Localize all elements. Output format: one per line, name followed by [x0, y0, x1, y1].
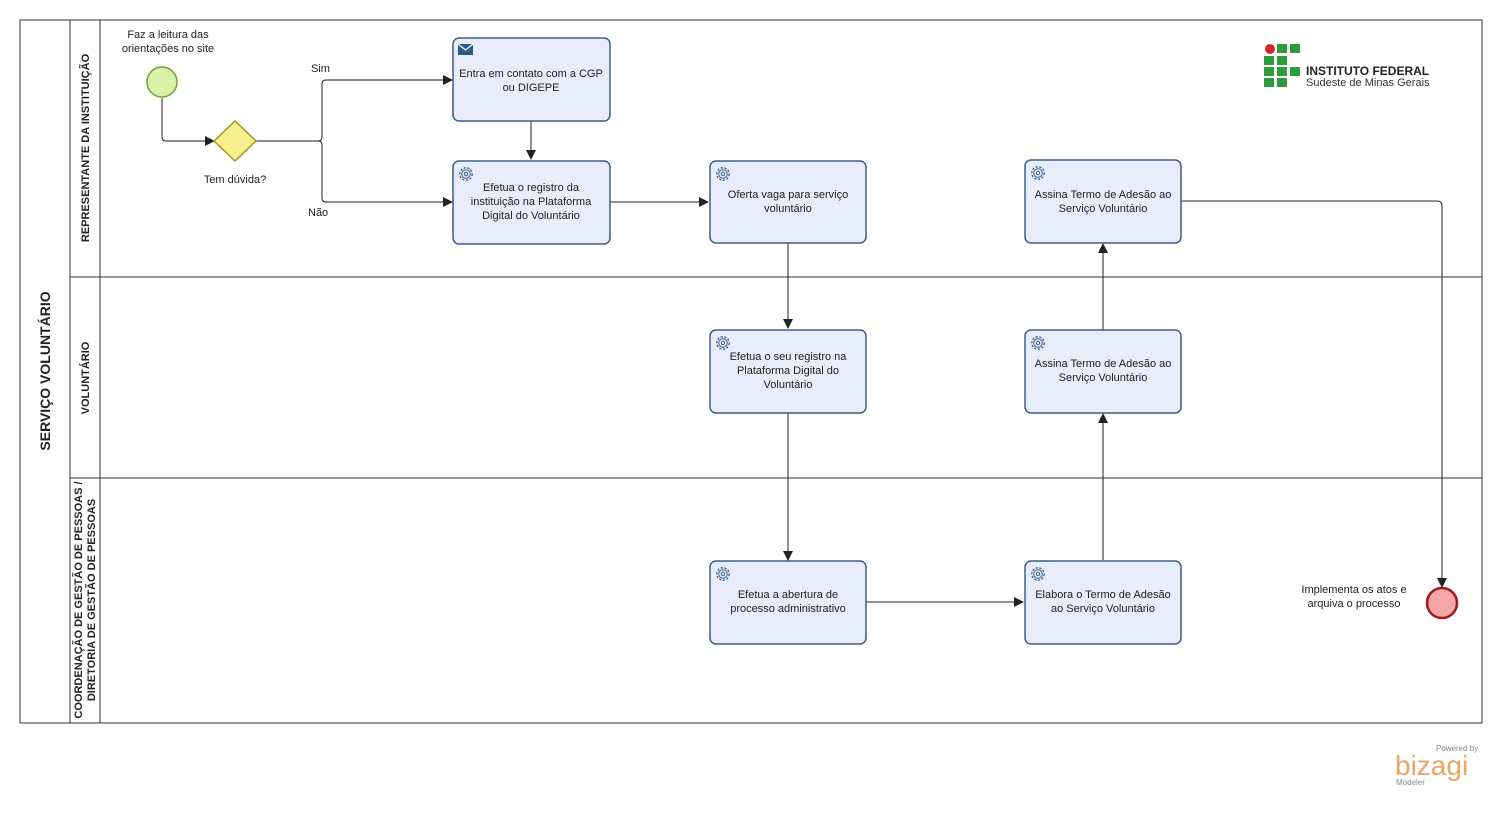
end-event[interactable] — [1425, 586, 1459, 620]
start-event-label-line1: Faz a leitura das — [127, 29, 209, 41]
task-register-institution-line2: instituição na Plataforma — [471, 196, 592, 208]
task-open-process-line1: Efetua a abertura de — [738, 589, 838, 601]
gateway-diamond — [212, 119, 258, 163]
task-register-volunteer-line1: Efetua o seu registro na — [730, 351, 848, 363]
flow-start-to-gateway — [161, 98, 215, 146]
task-sign-term-institution-line2: Serviço Voluntário — [1059, 203, 1148, 215]
institute-logo: INSTITUTO FEDERAL Sudeste de Minas Gerai… — [1264, 44, 1430, 89]
task-open-process[interactable]: Efetua a abertura de processo administra… — [709, 560, 867, 645]
task-register-institution-line3: Digital do Voluntário — [482, 210, 580, 222]
logo-red-dot — [1265, 44, 1275, 54]
brand-name: bizagi — [1395, 750, 1468, 781]
task-register-volunteer-line2: Plataforma Digital do — [737, 365, 839, 377]
message-icon — [457, 43, 474, 55]
task-draft-term-line2: ao Serviço Voluntário — [1051, 603, 1155, 615]
sequence-flows — [161, 75, 1447, 607]
task-sign-term-volunteer-line1: Assina Termo de Adesão ao — [1035, 358, 1172, 370]
lane-label-institution: REPRESENTANTE DA INSTITUIÇÃO — [79, 53, 92, 242]
task-sign-term-volunteer-line2: Serviço Voluntário — [1059, 372, 1148, 384]
start-event-circle — [146, 66, 178, 98]
pool-title: SERVIÇO VOLUNTÁRIO — [37, 291, 53, 450]
logo-title: INSTITUTO FEDERAL — [1306, 64, 1429, 78]
task-sign-term-volunteer[interactable]: Assina Termo de Adesão ao Serviço Volunt… — [1024, 329, 1182, 414]
task-draft-term-line1: Elabora o Termo de Adesão — [1035, 589, 1171, 601]
task-offer-vacancy[interactable]: Oferta vaga para serviço voluntário — [709, 160, 867, 244]
gateway-label: Tem dúvida? — [204, 174, 266, 186]
flow-gateway-no — [317, 140, 453, 207]
lane-label-hr-line2: DIRETORIA DE GESTÃO DE PESSOAS — [85, 499, 98, 701]
task-draft-term[interactable]: Elabora o Termo de Adesão ao Serviço Vol… — [1024, 560, 1182, 645]
task-contact[interactable]: Entra em contato com a CGP ou DIGEPE — [452, 37, 611, 122]
end-event-circle — [1425, 586, 1459, 620]
end-event-label-line1: Implementa os atos e — [1301, 584, 1406, 596]
lane-labels: REPRESENTANTE DA INSTITUIÇÃO VOLUNTÁRIO … — [72, 53, 98, 718]
flow-institution-sign-to-end — [1181, 200, 1447, 588]
task-register-volunteer[interactable]: Efetua o seu registro na Plataforma Digi… — [709, 329, 867, 414]
task-register-institution-line1: Efetua o registro da — [483, 182, 580, 194]
task-sign-term-institution-line1: Assina Termo de Adesão ao — [1035, 189, 1172, 201]
task-contact-line1: Entra em contato com a CGP — [459, 68, 603, 80]
task-open-process-line2: processo administrativo — [730, 603, 846, 615]
task-register-volunteer-line3: Voluntário — [764, 379, 813, 391]
task-contact-line2: ou DIGEPE — [503, 82, 560, 94]
exclusive-gateway[interactable] — [212, 119, 258, 163]
bizagi-brand: Powered by bizagi Modeler — [1395, 744, 1478, 787]
lane-label-volunteer: VOLUNTÁRIO — [79, 341, 92, 414]
task-offer-vacancy-line1: Oferta vaga para serviço — [728, 189, 848, 201]
task-offer-vacancy-line2: voluntário — [764, 203, 812, 215]
start-event-label-line2: orientações no site — [122, 43, 214, 55]
gateway-no-label: Não — [308, 207, 328, 219]
end-event-label-line2: arquiva o processo — [1308, 598, 1401, 610]
task-register-institution[interactable]: Efetua o registro da instituição na Plat… — [452, 160, 611, 245]
task-sign-term-institution[interactable]: Assina Termo de Adesão ao Serviço Volunt… — [1024, 159, 1182, 244]
lane-label-hr-line1: COORDENAÇÃO DE GESTÃO DE PESSOAS / — [72, 481, 85, 718]
gateway-yes-label: Sim — [311, 63, 330, 75]
logo-subtitle: Sudeste de Minas Gerais — [1306, 77, 1430, 89]
start-event[interactable] — [146, 66, 178, 98]
brand-product: Modeler — [1396, 778, 1425, 787]
brand-powered-by: Powered by — [1436, 744, 1478, 753]
